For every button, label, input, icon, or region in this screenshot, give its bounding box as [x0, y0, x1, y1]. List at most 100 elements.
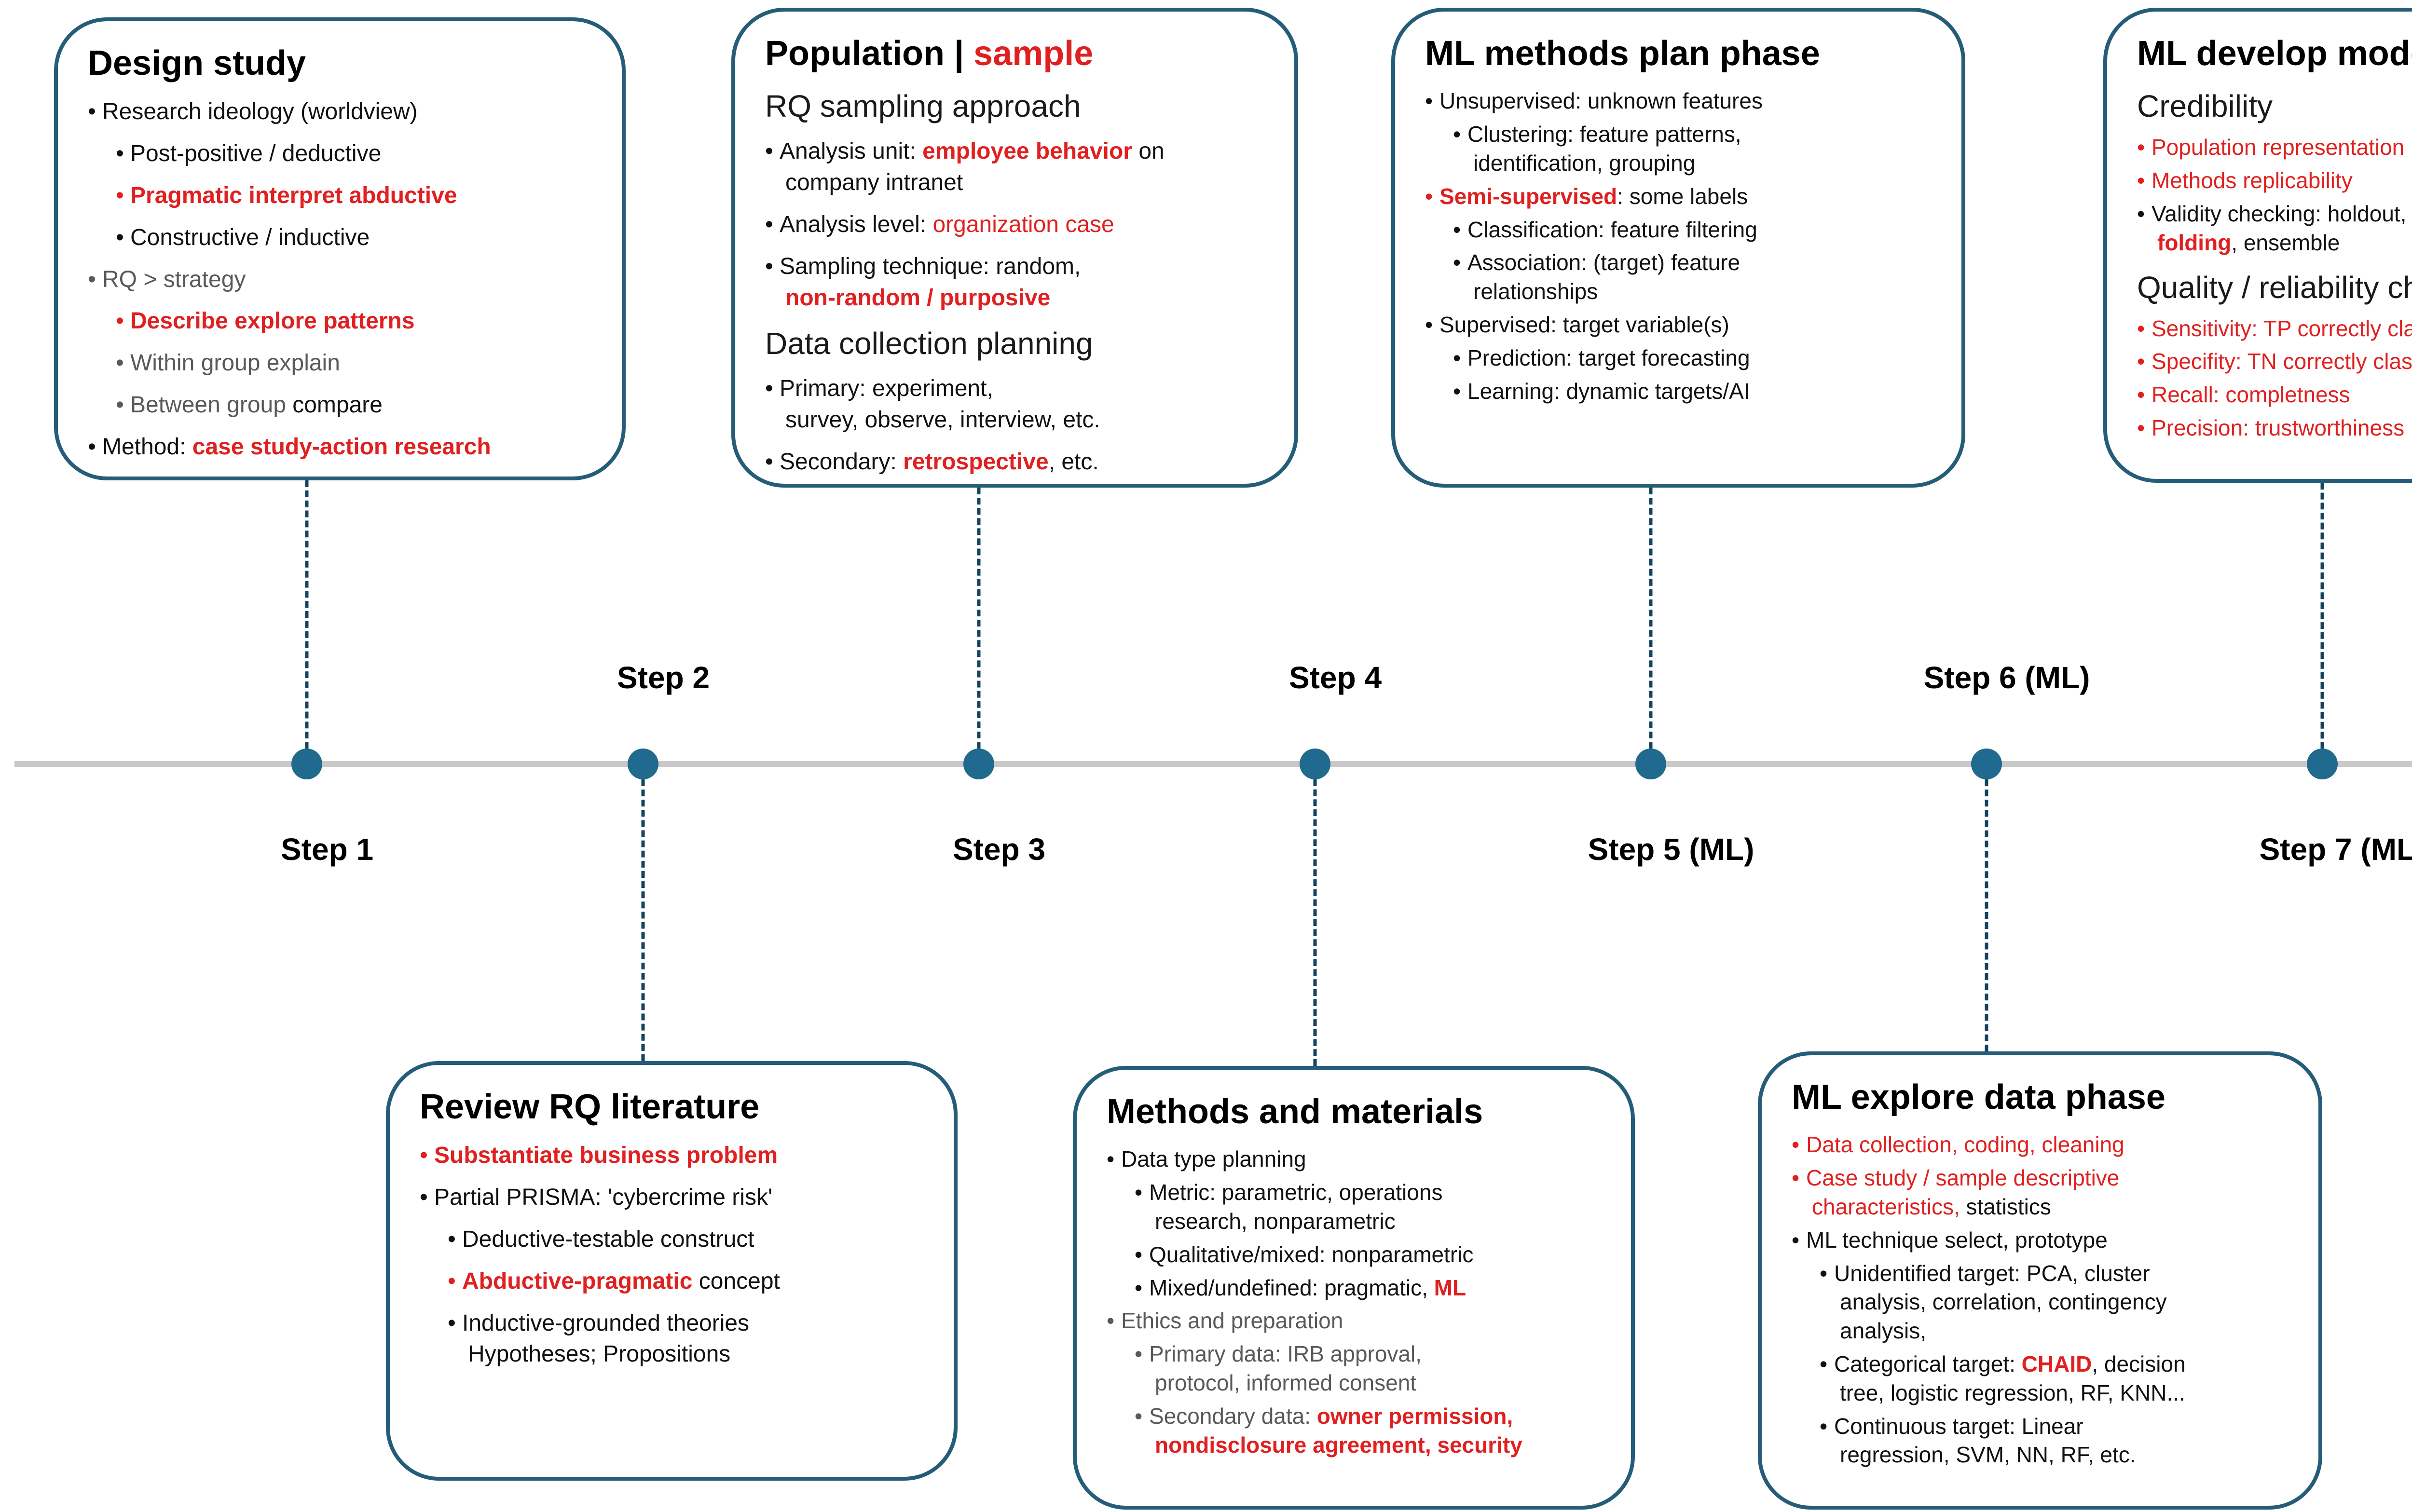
bullet-item-text: Analysis unit: [780, 138, 923, 164]
step-label-text: Step 4 [1288, 660, 1382, 695]
bullet-item-text: Specifity: TN correctly classified [2152, 349, 2412, 374]
bullet-item: •Pragmatic interpret abductive [116, 180, 595, 212]
bullet-item: •Within group explain [116, 348, 595, 379]
timeline-axis [14, 761, 2412, 767]
bullet-item: •Constructive / inductive [116, 222, 595, 254]
connector-review-rq-literature [641, 779, 645, 1061]
bullet-item-text: Partial PRISMA: 'cybercrime risk' [434, 1185, 773, 1211]
bullet-icon: • [1135, 1341, 1143, 1367]
step-label-text: Step 5 (ML) [1588, 832, 1754, 867]
bullet-icon: • [1425, 183, 1433, 209]
bullet-item-text: non-random / purposive [785, 285, 1051, 311]
bullet-icon: • [1107, 1146, 1115, 1172]
timeline-dot-5 [628, 749, 658, 779]
bullet-icon: • [2137, 315, 2145, 341]
box-review-rq-literature: Review RQ literature •Substantiate busine… [386, 1061, 958, 1481]
bullet-item-text: identification, grouping [1473, 150, 1696, 176]
bullet-item-text: Within group explain [130, 350, 340, 376]
bullet-item-text: Data collection, coding, cleaning [1806, 1132, 2124, 1158]
box-design-study: Design study•Research ideology (worldvie… [54, 17, 626, 480]
timeline-dot-6 [1300, 749, 1330, 779]
bullet-icon: • [2137, 382, 2145, 408]
bullet-icon: • [2137, 168, 2145, 193]
box-title-text: ML explore data phase [1792, 1078, 2165, 1117]
box-title-text: Design study [88, 44, 306, 82]
bullet-item: •Sampling technique: random,non-random /… [765, 251, 1267, 314]
bullet-item: • Methods replicability [2137, 166, 2412, 195]
bullet-item-text: Supervised: target variable(s) [1439, 312, 1729, 337]
bullet-item-text: analysis, correlation, contingency [1840, 1289, 2167, 1315]
timeline-dot-1 [291, 749, 322, 779]
box-ml-methods-plan: ML methods plan phase•Unsupervised: unkn… [1391, 8, 1965, 488]
bullet-item: •Substantiate business problem [420, 1140, 927, 1171]
bullet-icon: • [116, 182, 124, 208]
bullet-item-text: folding [2157, 230, 2232, 255]
step-label-text: Step 6 (ML) [1923, 660, 2090, 695]
bullet-item-text: Prediction: target forecasting [1467, 345, 1750, 370]
bullet-item-text: Semi-supervised [1439, 183, 1617, 209]
box-title: Design study [88, 42, 595, 84]
bullet-item-text: Case study / sample descriptive [1806, 1165, 2120, 1191]
box-title: Methods and materials [1107, 1091, 1604, 1132]
bullet-item: •Describe explore patterns [116, 306, 595, 337]
bullet-item-text: Mixed/undefined: pragmatic, [1149, 1275, 1434, 1300]
bullet-icon: • [765, 376, 773, 402]
bullet-item-text: : some labels [1617, 183, 1748, 209]
bullet-item-text: Methods replicability [2152, 168, 2353, 193]
bullet-icon: • [2137, 349, 2145, 374]
bullet-item-text: RQ > strategy [102, 266, 246, 292]
box-title-text: Population | [765, 34, 974, 73]
section-subheading: RQ sampling approach [765, 87, 1267, 125]
bullet-item: • Specifity: TN correctly classified [2137, 347, 2412, 376]
step-label-6: Step 6 (ML) [1924, 660, 2090, 695]
bullet-item-text: Describe explore patterns [130, 308, 415, 334]
bullet-icon: • [116, 350, 124, 376]
bullet-item-text: Deductive-testable construct [462, 1226, 754, 1252]
step-label-5: Step 5 (ML) [1588, 831, 1754, 867]
bullet-item-text: characteristics, [1812, 1194, 1960, 1219]
bullet-item: •Post-positive / deductive [116, 138, 595, 170]
bullet-icon: • [765, 211, 773, 237]
bullet-item: •Classification: feature filtering [1453, 216, 1934, 245]
bullet-icon: • [1107, 1308, 1115, 1334]
bullet-icon: • [765, 449, 773, 475]
bullet-item-text: Precision: trustworthiness [2152, 415, 2405, 440]
bullet-item-text: Association: (target) feature [1467, 250, 1740, 275]
bullet-icon: • [1792, 1132, 1800, 1158]
bullet-item-text: Unsupervised: unknown features [1439, 88, 1763, 114]
box-ml-explore-data: ML explore data phase•Data collection, c… [1758, 1051, 2322, 1510]
bullet-item: •Unsupervised: unknown features [1425, 87, 1934, 116]
bullet-icon: • [420, 1185, 428, 1211]
bullet-item-text: Qualitative/mixed: nonparametric [1149, 1241, 1474, 1267]
box-title-text: sample [973, 34, 1094, 73]
bullet-item: •Mixed/undefined: pragmatic, ML [1135, 1274, 1604, 1303]
bullet-icon: • [1453, 378, 1461, 404]
bullet-icon: • [765, 138, 773, 164]
bullet-item: •Validity checking: holdout, sampling,fo… [2137, 200, 2412, 258]
timeline-dot-4 [2307, 749, 2338, 779]
bullet-item-text: Constructive / inductive [130, 224, 370, 250]
bullet-icon: • [448, 1268, 456, 1294]
bullet-item-text: , decision [2092, 1351, 2186, 1376]
bullet-icon: • [1135, 1241, 1143, 1267]
bullet-item-text: regression, SVM, NN, RF, etc. [1840, 1442, 2136, 1468]
bullet-item-text: Method: [102, 434, 192, 460]
bullet-item-text: Sensitivity: TP correctly classified [2152, 315, 2412, 341]
step-label-3: Step 3 [953, 831, 1045, 867]
bullet-icon: • [1820, 1260, 1828, 1286]
bullet-item-text: on [1132, 138, 1165, 164]
bullet-icon: • [88, 434, 96, 460]
bullet-item-text: protocol, informed consent [1155, 1370, 1417, 1395]
bullet-item: •Qualitative/mixed: nonparametric [1135, 1240, 1604, 1269]
bullet-icon: • [1135, 1275, 1143, 1300]
bullet-item: •Population representation [2137, 133, 2412, 162]
box-title-text: ML develop models phase [2137, 34, 2412, 73]
bullet-item: •Between group compare [116, 390, 595, 421]
connector-ml-explore-data [1985, 779, 1988, 1051]
box-title: Review RQ literature [420, 1086, 927, 1128]
bullet-item-text: Hypotheses; Propositions [468, 1341, 731, 1367]
bullet-item-text: Inductive-grounded theories [462, 1310, 750, 1336]
